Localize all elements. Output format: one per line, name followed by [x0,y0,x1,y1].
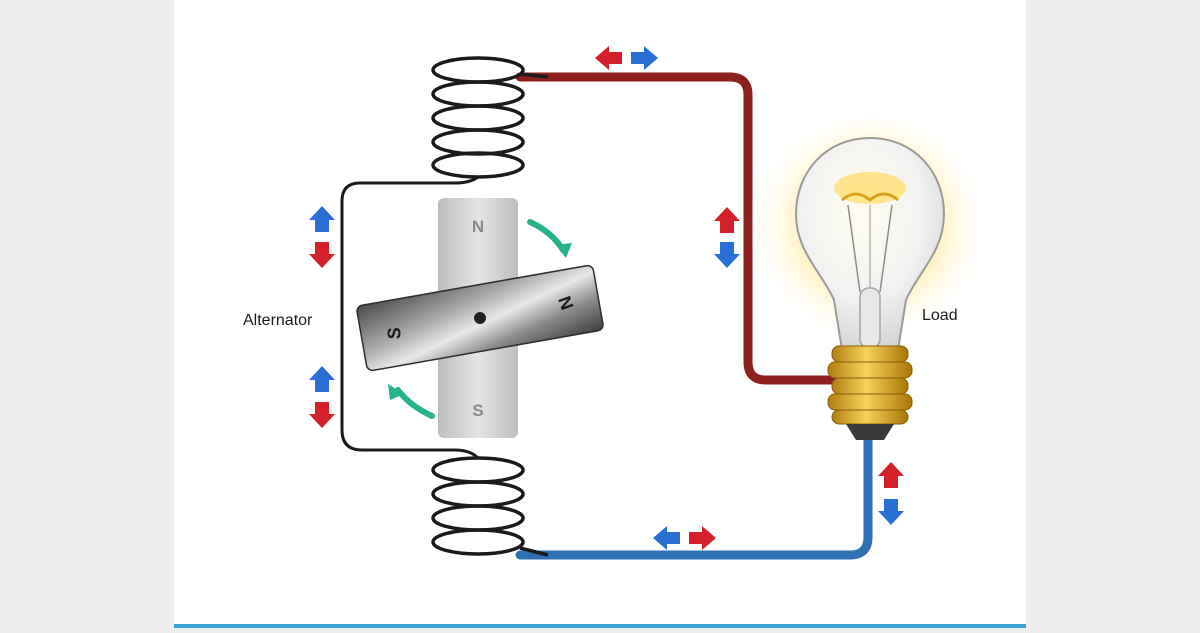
rotor-north-label: N [554,294,577,313]
stator-south-label: S [472,401,483,420]
current-arrow-icon [714,207,740,268]
rotation-arrow-icon [388,384,435,419]
top-coil-icon [431,56,549,179]
load-label: Load [922,307,958,324]
rotor-pivot [474,312,486,324]
rotor-magnet: S N [356,264,604,372]
rotor-south-label: S [384,327,404,339]
panel-bottom-line [174,624,1026,628]
current-arrow-icon [309,206,335,268]
negative-wire [515,433,873,560]
current-arrow-icon [878,462,904,525]
current-arrow-icon [309,366,335,428]
positive-wire [515,72,840,385]
light-bulb-icon [750,105,990,440]
alternator-label: Alternator [243,312,313,329]
current-arrow-icon [595,46,658,70]
bottom-coil-icon [431,456,549,557]
current-arrow-icon [653,526,716,550]
stator-north-label: N [472,217,484,236]
coil-link-wire [340,175,480,460]
rotation-arrow-icon [527,219,572,258]
